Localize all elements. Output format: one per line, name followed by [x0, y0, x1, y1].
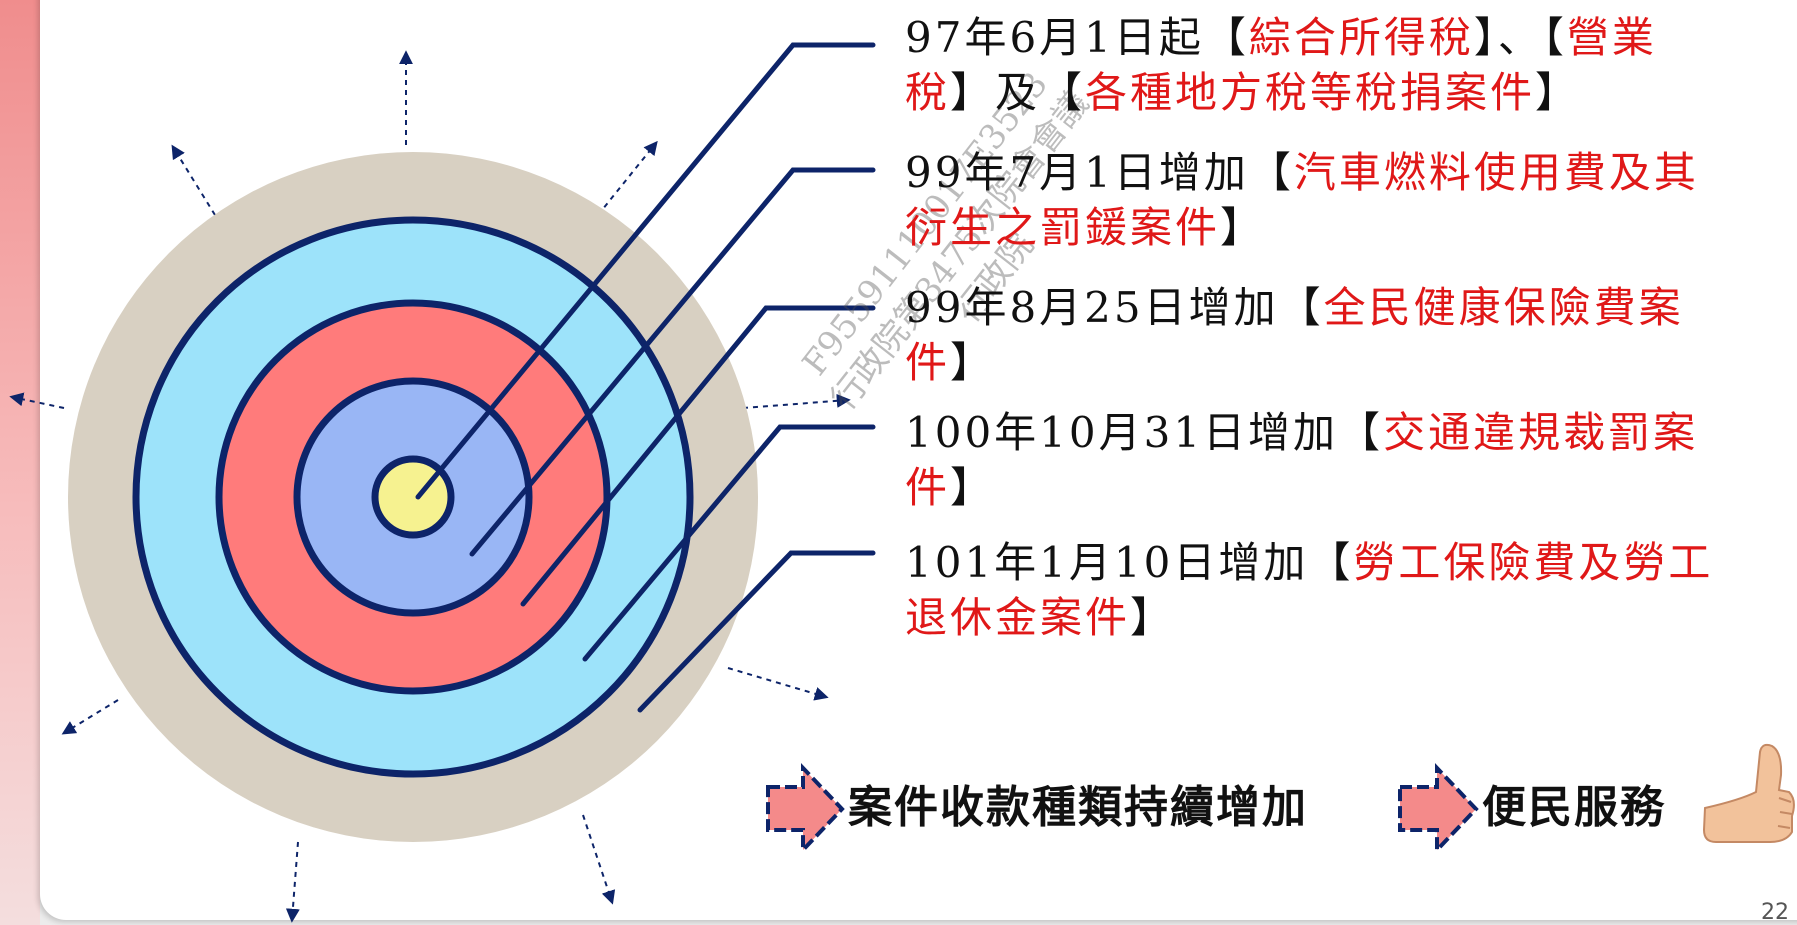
entry-5-items: 勞工保險費及勞工退休金案件	[905, 538, 1714, 642]
arrow-down-right-2	[582, 814, 616, 905]
arrow-down	[285, 841, 300, 923]
block-arrow-1	[766, 762, 845, 856]
entry-1: 97年6月1日起【綜合所得稅】、【營業稅】及【各種地方稅等稅捐案件】	[905, 10, 1725, 120]
leader-line-4	[582, 424, 876, 662]
leader-lines	[415, 42, 876, 713]
entry-1-date: 97年6月1日起【	[905, 13, 1249, 62]
arrow-left	[9, 392, 65, 409]
entry-1-sep-a: 】、【	[1473, 13, 1567, 62]
entry-5: 101年1月10日增加【勞工保險費及勞工退休金案件】	[905, 535, 1725, 645]
page-number: 22	[1761, 900, 1789, 925]
entry-4-items: 交通違規裁罰案件	[905, 408, 1699, 512]
entry-4-date: 100年10月31日增加【	[905, 408, 1384, 457]
entry-1-end: 】	[1535, 68, 1581, 117]
arrow-down-right	[727, 667, 829, 701]
left-accent-strip	[0, 0, 40, 925]
entry-2-items: 汽車燃料使用費及其衍生之罰鍰案件	[905, 148, 1699, 252]
thumbs-up-icon	[1702, 743, 1795, 843]
leader-line-3	[520, 305, 876, 607]
entry-2-end: 】	[1220, 203, 1266, 252]
leader-line-1	[415, 42, 876, 500]
entry-5-date: 101年1月10日增加【	[905, 538, 1354, 587]
expansion-arrows	[9, 50, 851, 923]
entry-4: 100年10月31日增加【交通違規裁罰案件】	[905, 405, 1705, 515]
leader-line-2	[469, 167, 876, 557]
bottom-phrase-2: 便民服務	[1482, 782, 1666, 833]
entry-2: 99年7月1日增加【汽車燃料使用費及其衍生之罰鍰案件】	[905, 145, 1725, 255]
entry-3-end: 】	[950, 338, 996, 387]
entry-1-item-b: 營業稅	[905, 13, 1657, 117]
arrow-down-left	[61, 699, 119, 735]
arrow-up-left	[171, 144, 216, 216]
block-arrow-2	[1398, 762, 1479, 856]
entry-3-items: 全民健康保險費案件	[905, 283, 1684, 387]
leader-line-5	[637, 550, 876, 713]
entry-3: 99年8月25日增加【全民健康保險費案件】	[905, 280, 1725, 390]
entry-1-sep-b: 】及【	[950, 68, 1086, 117]
arrow-right	[742, 393, 851, 409]
entry-2-date: 99年7月1日增加【	[905, 148, 1294, 197]
arrow-up-right	[597, 140, 658, 216]
entry-4-end: 】	[950, 463, 996, 512]
entry-1-item-c: 各種地方稅等稅捐案件	[1085, 68, 1536, 117]
entry-1-item-a: 綜合所得稅	[1248, 13, 1474, 62]
entry-5-end: 】	[1130, 593, 1176, 642]
bottom-phrase-1: 案件收款種類持續增加	[848, 782, 1308, 833]
entry-3-date: 99年8月25日增加【	[905, 283, 1324, 332]
